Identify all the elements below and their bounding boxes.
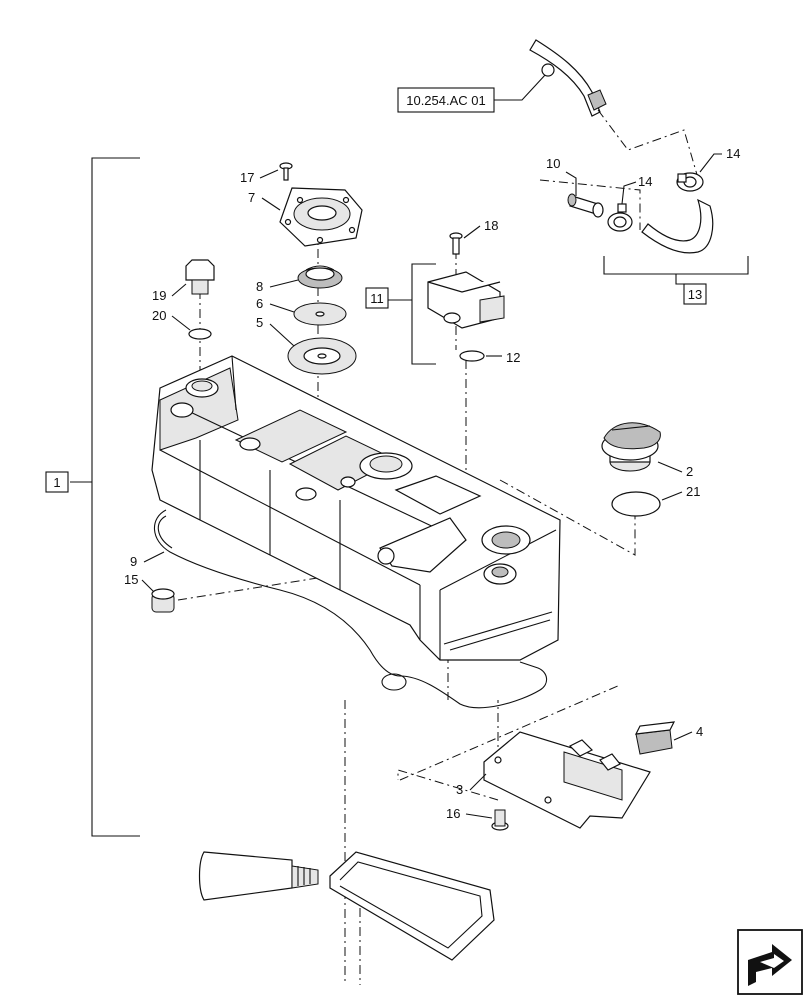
callout-number-c12: 12 [506, 350, 520, 365]
baffle-plate-3 [483, 731, 651, 829]
sensor-11 [427, 271, 505, 329]
cover-7 [279, 187, 363, 247]
callout-number-c11: 11 [370, 291, 384, 306]
next-page-arrow-icon[interactable] [737, 929, 803, 995]
callout-number-c13: 13 [688, 287, 702, 302]
callout-number-c1: 1 [53, 475, 60, 490]
fitting-10 [567, 193, 604, 218]
reference-link[interactable]: 10.254.AC 01 [397, 87, 495, 113]
screw-17 [279, 162, 293, 181]
callout-number-c10: 10 [546, 156, 560, 171]
plug-15 [151, 588, 175, 613]
hose-13 [641, 198, 714, 254]
callout-number-c16: 16 [446, 806, 460, 821]
callout-number-c15: 15 [124, 572, 138, 587]
callout-number-c3: 3 [456, 782, 463, 797]
filler-cap-2 [601, 422, 661, 472]
callout-number-c21: 21 [686, 484, 700, 499]
callout-number-c19: 19 [152, 288, 166, 303]
callout-number-c14b: 14 [726, 146, 740, 161]
screw-18 [449, 232, 463, 255]
clamp-14b [676, 172, 704, 192]
callout-number-c2: 2 [686, 464, 693, 479]
o-ring-20 [188, 328, 212, 340]
callout-box-1: 1 [45, 471, 69, 493]
valve-cover [151, 355, 561, 661]
reference-label: 10.254.AC 01 [406, 93, 486, 108]
gasket-9 [153, 509, 548, 709]
spring-8 [297, 265, 343, 289]
callout-number-c9: 9 [130, 554, 137, 569]
callout-box-13: 13 [683, 283, 707, 305]
gasket-outline [329, 851, 495, 961]
wiring-harness [529, 39, 607, 117]
breather-plug-19 [185, 259, 215, 295]
callout-number-c14a: 14 [638, 174, 652, 189]
callout-number-c17: 17 [240, 170, 254, 185]
washer-6 [293, 302, 347, 326]
callout-number-c18: 18 [484, 218, 498, 233]
callout-number-c7: 7 [248, 190, 255, 205]
callout-box-11: 11 [365, 287, 389, 309]
callout-number-c4: 4 [696, 724, 703, 739]
o-ring-21 [611, 491, 661, 517]
callout-number-c20: 20 [152, 308, 166, 323]
callout-number-c5: 5 [256, 315, 263, 330]
screw-16 [491, 809, 509, 831]
sealant-tube [198, 851, 319, 901]
cushion-4 [634, 721, 676, 755]
callout-number-c8: 8 [256, 279, 263, 294]
diaphragm-5 [287, 337, 357, 375]
callout-number-c6: 6 [256, 296, 263, 311]
o-ring-12 [459, 350, 485, 362]
clamp-14a [607, 203, 633, 232]
